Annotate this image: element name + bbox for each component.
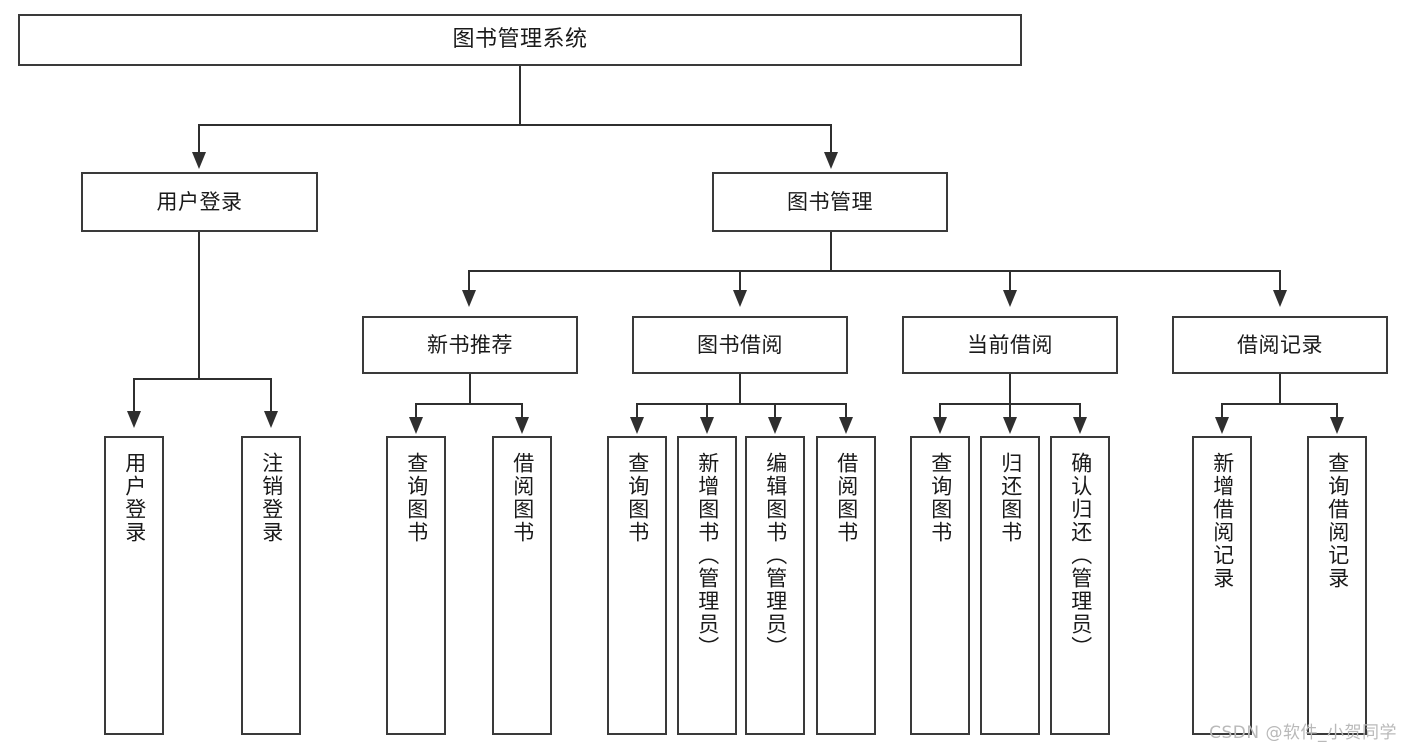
- leaf-return-book[interactable]: 归还图书: [980, 436, 1040, 735]
- node-label: 查询图书: [928, 452, 953, 544]
- edge-user-login-bus: [133, 378, 272, 380]
- arrowhead-user-login: [192, 152, 206, 169]
- leaf-confirm-return[interactable]: 确认归还（管理员）: [1050, 436, 1110, 735]
- leaf-borrow-book-2[interactable]: 借阅图书: [816, 436, 876, 735]
- node-label: 图书管理: [787, 189, 873, 214]
- edge-bb-drop-1: [636, 403, 638, 419]
- leaf-edit-book[interactable]: 编辑图书（管理员）: [745, 436, 805, 735]
- arrowhead-leaf-return-book: [1003, 417, 1017, 434]
- node-label: 注销登录: [259, 452, 284, 544]
- edge-user-login-drop-2: [270, 378, 272, 413]
- arrowhead-leaf-logout-login: [264, 411, 278, 428]
- arrowhead-leaf-query-book-3: [933, 417, 947, 434]
- edge-br-drop-1: [1221, 403, 1223, 419]
- arrowhead-borrow-record: [1273, 290, 1287, 307]
- edge-nbr-drop-2: [521, 403, 523, 419]
- arrowhead-leaf-query-book-2: [630, 417, 644, 434]
- node-label: 编辑图书（管理员）: [763, 452, 788, 659]
- edge-cb-drop-2: [1009, 403, 1011, 419]
- edge-cb-stem: [1009, 374, 1011, 405]
- node-label: 归还图书: [998, 452, 1023, 544]
- arrowhead-book-management: [824, 152, 838, 169]
- node-book-borrow[interactable]: 图书借阅: [632, 316, 848, 374]
- node-book-management[interactable]: 图书管理: [712, 172, 948, 232]
- node-label: 图书借阅: [697, 332, 783, 357]
- node-label: 借阅图书: [834, 452, 859, 544]
- edge-to-user-login: [198, 124, 200, 154]
- edge-bb-bus: [636, 403, 847, 405]
- leaf-logout-login[interactable]: 注销登录: [241, 436, 301, 735]
- node-label: 图书管理系统: [452, 27, 588, 53]
- csdn-watermark: CSDN @软件_小贺同学: [1209, 723, 1397, 743]
- arrowhead-book-borrow: [733, 290, 747, 307]
- edge-root-stem: [519, 66, 521, 124]
- arrowhead-new-book-recommend: [462, 290, 476, 307]
- node-borrow-record[interactable]: 借阅记录: [1172, 316, 1388, 374]
- leaf-borrow-book-1[interactable]: 借阅图书: [492, 436, 552, 735]
- edge-to-book-borrow: [739, 270, 741, 292]
- node-label: 确认归还（管理员）: [1068, 452, 1093, 659]
- arrowhead-leaf-add-record: [1215, 417, 1229, 434]
- node-label: 查询借阅记录: [1325, 452, 1350, 590]
- node-label: 查询图书: [404, 452, 429, 544]
- edge-root-bus: [198, 124, 832, 126]
- edge-nbr-stem: [469, 374, 471, 405]
- arrowhead-current-borrow: [1003, 290, 1017, 307]
- edge-br-drop-2: [1336, 403, 1338, 419]
- arrowhead-leaf-add-book: [700, 417, 714, 434]
- arrowhead-leaf-borrow-book-1: [515, 417, 529, 434]
- edge-to-new-book-recommend: [468, 270, 470, 292]
- node-label: 新增借阅记录: [1210, 452, 1235, 590]
- leaf-query-book-2[interactable]: 查询图书: [607, 436, 667, 735]
- node-label: 当前借阅: [967, 332, 1053, 357]
- edge-bb-drop-3: [774, 403, 776, 419]
- edge-bb-stem: [739, 374, 741, 405]
- node-label: 借阅图书: [510, 452, 535, 544]
- node-root-system[interactable]: 图书管理系统: [18, 14, 1022, 66]
- node-label: 查询图书: [625, 452, 650, 544]
- leaf-user-login[interactable]: 用户登录: [104, 436, 164, 735]
- edge-to-borrow-record: [1279, 270, 1281, 292]
- edge-user-login-drop-1: [133, 378, 135, 413]
- edge-br-bus: [1221, 403, 1338, 405]
- node-label: 借阅记录: [1237, 332, 1323, 357]
- arrowhead-leaf-confirm-return: [1073, 417, 1087, 434]
- node-current-borrow[interactable]: 当前借阅: [902, 316, 1118, 374]
- arrowhead-leaf-query-book-1: [409, 417, 423, 434]
- leaf-query-record[interactable]: 查询借阅记录: [1307, 436, 1367, 735]
- edge-nbr-bus: [415, 403, 523, 405]
- arrowhead-leaf-user-login: [127, 411, 141, 428]
- arrowhead-leaf-edit-book: [768, 417, 782, 434]
- edge-bb-drop-4: [845, 403, 847, 419]
- node-label: 新增图书（管理员）: [695, 452, 720, 659]
- edge-bb-drop-2: [706, 403, 708, 419]
- node-user-login[interactable]: 用户登录: [81, 172, 318, 232]
- edge-to-current-borrow: [1009, 270, 1011, 292]
- leaf-query-book-1[interactable]: 查询图书: [386, 436, 446, 735]
- edge-br-stem: [1279, 374, 1281, 405]
- arrowhead-leaf-query-record: [1330, 417, 1344, 434]
- node-label: 新书推荐: [427, 332, 513, 357]
- node-new-book-recommend[interactable]: 新书推荐: [362, 316, 578, 374]
- node-label: 用户登录: [156, 189, 243, 214]
- edge-user-login-stem: [198, 232, 200, 380]
- edge-to-book-management: [830, 124, 832, 154]
- edge-level3-bus: [468, 270, 1280, 272]
- leaf-add-book[interactable]: 新增图书（管理员）: [677, 436, 737, 735]
- edge-nbr-drop-1: [415, 403, 417, 419]
- edge-book-management-stem: [830, 232, 832, 272]
- edge-cb-drop-3: [1079, 403, 1081, 419]
- node-label: 用户登录: [122, 452, 147, 544]
- leaf-add-record[interactable]: 新增借阅记录: [1192, 436, 1252, 735]
- arrowhead-leaf-borrow-book-2: [839, 417, 853, 434]
- leaf-query-book-3[interactable]: 查询图书: [910, 436, 970, 735]
- edge-cb-drop-1: [939, 403, 941, 419]
